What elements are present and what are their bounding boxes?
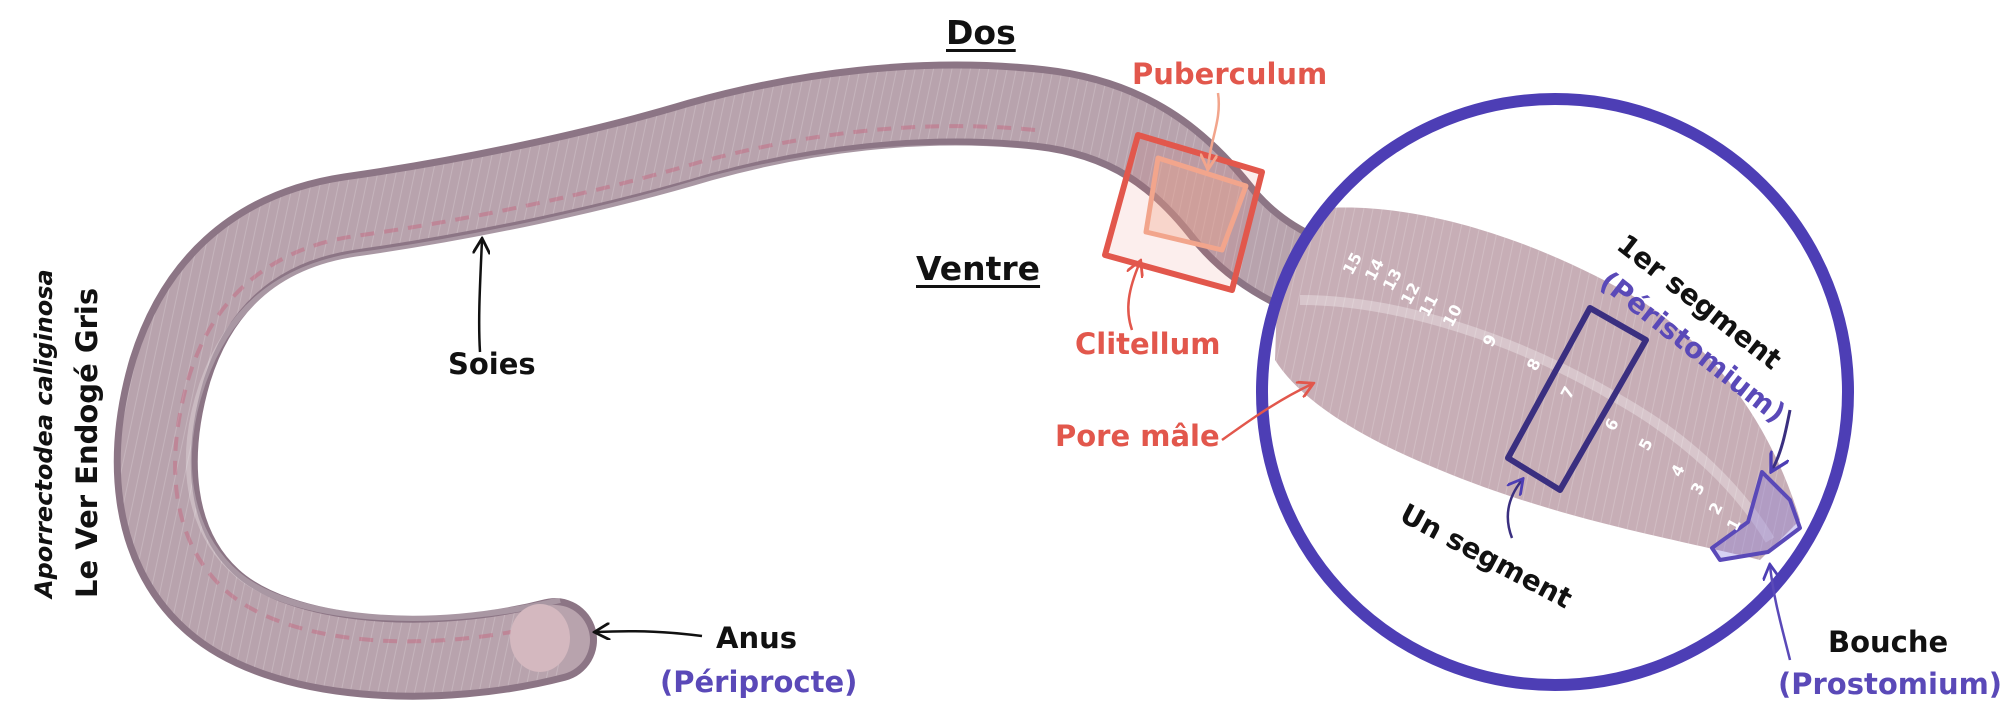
clitellum-label: Clitellum — [1075, 330, 1220, 359]
title-species: Aporrectodea caliginosa — [30, 269, 58, 598]
anus-arrow — [596, 631, 702, 636]
ventral-label: Ventre — [916, 252, 1040, 285]
mouth-label: Bouche — [1828, 628, 1948, 657]
soies-label: Soies — [448, 350, 536, 379]
pore-male-label: Pore mâle — [1055, 422, 1220, 451]
one-segment-label: Un segment — [1395, 497, 1578, 615]
puberculum-label: Puberculum — [1132, 60, 1327, 89]
dorsal-label: Dos — [946, 16, 1016, 49]
soies-arrow — [479, 240, 482, 352]
title-main: Le Ver Endogé Gris — [70, 288, 104, 598]
anus-label: Anus — [716, 624, 797, 653]
clitellum-arrow — [1128, 262, 1140, 330]
periprocte-label: (Périprocte) — [660, 668, 857, 697]
clitellum-highlight — [1105, 135, 1262, 290]
title-block: Le Ver Endogé Gris Aporrectodea caligino… — [12, 238, 122, 598]
prostomium-label: (Prostomium) — [1778, 670, 2002, 699]
